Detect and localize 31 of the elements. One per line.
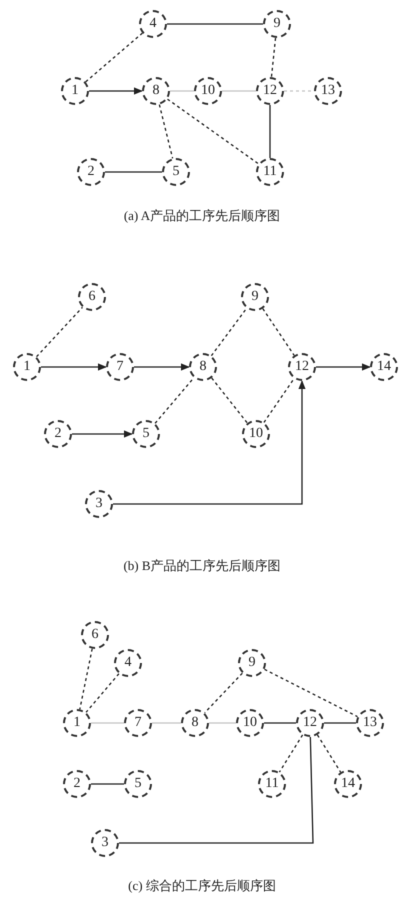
figure-caption: (b) B产品的工序先后顺序图 [123, 557, 281, 575]
connector-line [324, 722, 356, 724]
arrow [113, 380, 306, 505]
connector-line [264, 722, 296, 724]
connector-line [158, 104, 174, 159]
connector-line [79, 648, 93, 710]
connector-line [36, 306, 83, 358]
connector-line [85, 32, 143, 82]
arrow [134, 363, 190, 371]
connector-line [222, 90, 256, 92]
connector-line [91, 783, 124, 785]
connector-line [269, 105, 271, 158]
connector-line [211, 378, 248, 424]
connector-line [105, 171, 162, 173]
connector-line [86, 673, 120, 713]
connector-line [119, 736, 314, 844]
connector-line [270, 38, 276, 78]
connector-line [170, 90, 194, 92]
connector-line [167, 23, 263, 25]
arrow [72, 430, 133, 438]
arrow [41, 363, 107, 371]
connector-line [152, 722, 181, 724]
connector-line [204, 672, 243, 714]
connector-line [284, 90, 314, 92]
arrow [89, 87, 143, 95]
figure-caption: (c) 综合的工序先后顺序图 [128, 877, 276, 895]
connector-line [264, 668, 358, 718]
connector-line [209, 722, 236, 724]
figure-caption: (a) A产品的工序先后顺序图 [124, 207, 280, 225]
connector-line [91, 722, 124, 724]
arrow [316, 363, 371, 371]
